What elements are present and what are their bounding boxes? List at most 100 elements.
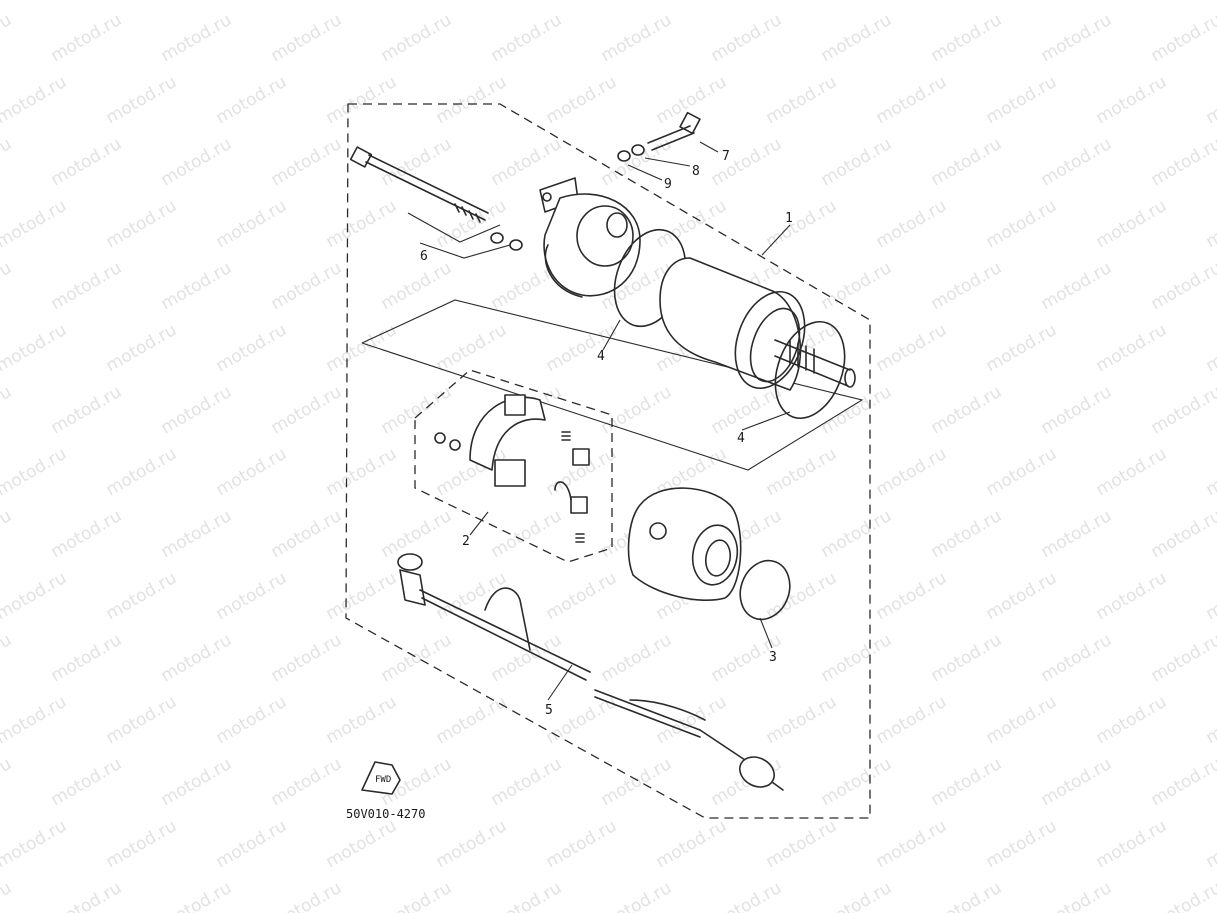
watermark-text: motod.ru (158, 878, 236, 913)
watermark-text: motod.ru (103, 0, 181, 4)
watermark-text: motod.ru (323, 444, 401, 500)
watermark-text: motod.ru (213, 320, 291, 376)
watermark-text: motod.ru (378, 10, 456, 66)
watermark-text: motod.ru (598, 382, 676, 438)
watermark-text: motod.ru (928, 10, 1006, 66)
leader-8 (644, 157, 691, 167)
callout-4-bottom: 4 (737, 431, 745, 446)
watermark-text: motod.ru (433, 816, 511, 872)
watermark-text: motod.ru (818, 506, 896, 562)
watermark-text: motod.ru (763, 816, 841, 872)
watermark-text: motod.ru (323, 72, 401, 128)
watermark-text: motod.ru (873, 692, 951, 748)
leader-6b (419, 242, 511, 259)
o-ring (739, 559, 791, 621)
fwd-arrow-icon: FWD (361, 761, 401, 795)
watermark-text: motod.ru (1148, 382, 1217, 438)
brush-holder-group (414, 369, 613, 563)
watermark-text: motod.ru (1038, 382, 1116, 438)
watermark-text: motod.ru (928, 878, 1006, 913)
watermark-text: motod.ru (103, 320, 181, 376)
watermark-text: motod.ru (488, 754, 566, 810)
watermark-text: motod.ru (268, 506, 346, 562)
spring-washer (631, 144, 645, 156)
watermark-text: motod.ru (653, 196, 731, 252)
watermark-text: motod.ru (0, 444, 70, 500)
watermark-text: motod.ru (928, 754, 1006, 810)
watermark-text: motod.ru (1038, 10, 1116, 66)
watermark-text: motod.ru (0, 568, 70, 624)
watermark-text: motod.ru (158, 754, 236, 810)
watermark-text: motod.ru (0, 0, 70, 4)
o-ring-small (509, 239, 523, 251)
leader-9 (627, 164, 663, 181)
leader-4-top (602, 319, 621, 351)
watermark-text: motod.ru (0, 692, 70, 748)
watermark-text: motod.ru (1203, 0, 1217, 4)
assembly-boundary (345, 103, 871, 819)
watermark-text: motod.ru (0, 320, 70, 376)
watermark-text: motod.ru (103, 196, 181, 252)
watermark-text: motod.ru (213, 196, 291, 252)
watermark-text: motod.ru (1093, 72, 1171, 128)
fwd-label: FWD (375, 775, 391, 785)
watermark-text: motod.ru (1148, 10, 1217, 66)
watermark-text: motod.ru (0, 72, 70, 128)
watermark-text: motod.ru (873, 72, 951, 128)
watermark-text: motod.ru (1203, 816, 1217, 872)
leader-1 (761, 224, 791, 256)
watermark-text: motod.ru (818, 630, 896, 686)
watermark-text: motod.ru (0, 754, 15, 810)
watermark-text: motod.ru (1038, 754, 1116, 810)
watermark-text: motod.ru (818, 258, 896, 314)
watermark-text: motod.ru (433, 692, 511, 748)
watermark-text: motod.ru (48, 506, 126, 562)
watermark-text: motod.ru (708, 134, 786, 190)
watermark-text: motod.ru (0, 196, 70, 252)
watermark-text: motod.ru (488, 630, 566, 686)
watermark-text: motod.ru (158, 506, 236, 562)
leader-7 (699, 141, 719, 153)
watermark-text: motod.ru (1038, 878, 1116, 913)
watermark-text: motod.ru (488, 134, 566, 190)
watermark-text: motod.ru (1203, 320, 1217, 376)
watermark-text: motod.ru (48, 754, 126, 810)
watermark-text: motod.ru (158, 382, 236, 438)
watermark-text: motod.ru (213, 72, 291, 128)
watermark-text: motod.ru (213, 568, 291, 624)
watermark-text: motod.ru (983, 72, 1061, 128)
watermark-text: motod.ru (158, 134, 236, 190)
watermark-text: motod.ru (983, 568, 1061, 624)
watermark-text: motod.ru (158, 10, 236, 66)
watermark-text: motod.ru (708, 878, 786, 913)
watermark-text: motod.ru (818, 10, 896, 66)
watermark-text: motod.ru (323, 692, 401, 748)
watermark-text: motod.ru (818, 382, 896, 438)
watermark-text: motod.ru (1093, 0, 1171, 4)
watermark-text: motod.ru (488, 878, 566, 913)
callout-7: 7 (722, 149, 730, 164)
watermark-text: motod.ru (928, 382, 1006, 438)
watermark-text: motod.ru (158, 258, 236, 314)
watermark-text: motod.ru (598, 878, 676, 913)
watermark-text: motod.ru (983, 692, 1061, 748)
watermark-text: motod.ru (323, 196, 401, 252)
watermark-text: motod.ru (763, 72, 841, 128)
watermark-text: motod.ru (873, 0, 951, 4)
watermark-text: motod.ru (488, 506, 566, 562)
watermark-text: motod.ru (378, 878, 456, 913)
watermark-text: motod.ru (48, 258, 126, 314)
callout-2: 2 (462, 534, 470, 549)
watermark-text: motod.ru (818, 134, 896, 190)
watermark-text: motod.ru (653, 692, 731, 748)
watermark-text: motod.ru (213, 816, 291, 872)
diagram-code: 50V010-4270 (346, 807, 425, 821)
watermark-text: motod.ru (818, 878, 896, 913)
watermark-text: motod.ru (1093, 444, 1171, 500)
watermark-text: motod.ru (268, 630, 346, 686)
callout-6: 6 (420, 249, 428, 264)
watermark-text: motod.ru (1093, 816, 1171, 872)
leader-4-bottom (741, 411, 791, 431)
watermark-text: motod.ru (1038, 506, 1116, 562)
